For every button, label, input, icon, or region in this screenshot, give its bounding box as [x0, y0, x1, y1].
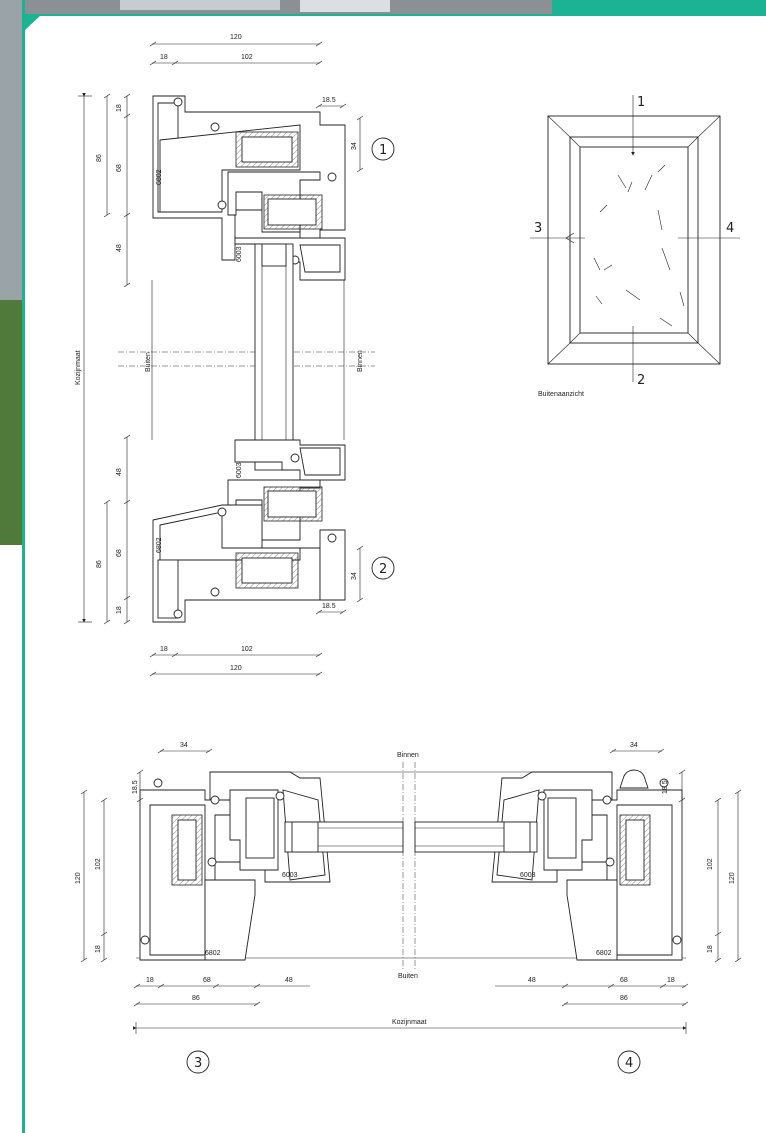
dim-h-left-34: 34: [180, 742, 188, 749]
code-6802-right: 6802: [596, 950, 612, 957]
dim-left-18-bottom: 18: [116, 606, 123, 614]
binnen-label-horizontal: Binnen: [397, 752, 419, 759]
vertical-section: 120 18 102 Kozijnmaat 86 18 68 48: [75, 34, 395, 677]
dim-h-left-120: 120: [75, 872, 82, 884]
dim-bottom-120: 120: [230, 665, 242, 672]
dim-h-right-bot-68: 68: [620, 977, 628, 984]
code-6003-right: 6003: [520, 872, 536, 879]
dim-34-bottom: 34: [351, 572, 358, 580]
dim-h-left-bot-18: 18: [146, 977, 154, 984]
dim-h-right-18: 18: [707, 945, 714, 953]
elevation-section-1: 1: [637, 95, 645, 110]
marker-circle-2: [371, 556, 395, 580]
buiten-label-horizontal: Buiten: [398, 973, 418, 980]
horizontal-section: Binnen Buiten 6003 6802: [75, 742, 742, 1074]
dim-left-48-top: 48: [116, 244, 123, 252]
dim-h-right-185: 18.5: [662, 780, 669, 794]
dim-top-18: 18: [160, 54, 168, 61]
section-markers: 3 4: [186, 1050, 641, 1074]
marker-1: 1: [379, 143, 387, 158]
dim-h-left-bot-86: 86: [192, 995, 200, 1002]
dim-h-right-120: 120: [729, 872, 736, 884]
code-6802-top: 6802: [156, 169, 163, 185]
dim-h-right-34: 34: [630, 742, 638, 749]
horizontal-left-dimensions: 34 18.5 120 102 18 18 68 48: [75, 742, 310, 1007]
dim-left-68-bottom: 68: [116, 549, 123, 557]
window-elevation: 1 2 3 4 Buitenaanzicht: [530, 95, 740, 398]
dim-left-68-top: 68: [116, 164, 123, 172]
dim-h-right-102: 102: [707, 858, 714, 870]
elevation-section-3: 3: [534, 221, 542, 236]
left-side-profile: 6003 6802: [139, 771, 404, 961]
marker-circle-4: [617, 1050, 641, 1074]
elevation-section-2: 2: [637, 373, 645, 388]
code-6003-left: 6003: [282, 872, 298, 879]
dim-top-102: 102: [241, 54, 253, 61]
top-dimensions: 120 18 102: [149, 34, 323, 66]
kozijnmaat-label-vertical: Kozijnmaat: [75, 350, 82, 385]
dim-h-left-185: 18.5: [132, 780, 139, 794]
marker-3: 3: [194, 1056, 202, 1071]
dim-h-right-bot-18: 18: [667, 977, 675, 984]
dim-left-18-top: 18: [116, 104, 123, 112]
buiten-label-vertical: Buiten: [145, 352, 152, 372]
bottom-dimensions: 18 102 120: [149, 646, 323, 677]
code-6003-top: 6003: [236, 246, 243, 262]
dim-bottom-18: 18: [160, 646, 168, 653]
top-right-dimensions: 18.5 34 1: [315, 97, 395, 173]
code-6802-bottom: 6802: [156, 537, 163, 553]
dim-h-left-102: 102: [95, 858, 102, 870]
binnen-label-vertical: Binnen: [357, 350, 364, 372]
accent-frame: [22, 0, 766, 1133]
code-6003-bottom: 6003: [236, 462, 243, 478]
elevation-section-4: 4: [726, 221, 734, 236]
dim-185-top: 18.5: [322, 97, 336, 104]
kozijnmaat-label-horizontal: Kozijnmaat: [392, 1019, 427, 1026]
dim-h-right-bot-86: 86: [620, 995, 628, 1002]
marker-4: 4: [625, 1056, 633, 1071]
bottom-frame-profile: 6802 6003: [152, 439, 346, 623]
dim-h-left-18: 18: [95, 945, 102, 953]
marker-circle-3: [186, 1050, 210, 1074]
dim-left-48-bottom: 48: [116, 468, 123, 476]
dim-h-right-bot-48: 48: [528, 977, 536, 984]
right-side-profile: 6003 6802: [414, 769, 683, 961]
dim-bottom-102: 102: [241, 646, 253, 653]
dim-top-120: 120: [230, 34, 242, 41]
left-dimensions: Kozijnmaat 86 18 68 48 48 68 18 86: [75, 93, 131, 625]
dim-left-86-top: 86: [96, 154, 103, 162]
bottom-right-dimensions: 34 2 18.5: [315, 545, 395, 615]
elevation-caption: Buitenaanzicht: [538, 391, 584, 398]
background-photo: [0, 0, 552, 545]
top-frame-profile: 6802 6003: [152, 95, 346, 470]
horizontal-kozijnmaat: Kozijnmaat: [133, 1019, 687, 1034]
dim-left-86-bottom: 86: [96, 560, 103, 568]
dim-34-top: 34: [351, 142, 358, 150]
section-break: Buiten Binnen: [118, 280, 375, 440]
marker-circle-1: [371, 137, 395, 161]
horizontal-right-dimensions: 34 18.5 102 18 120 48 68 18: [495, 742, 742, 1007]
dim-h-left-bot-48: 48: [285, 977, 293, 984]
dim-185-bottom: 18.5: [322, 603, 336, 610]
marker-2: 2: [379, 562, 387, 577]
code-6802-left: 6802: [205, 950, 221, 957]
dim-h-left-bot-68: 68: [203, 977, 211, 984]
